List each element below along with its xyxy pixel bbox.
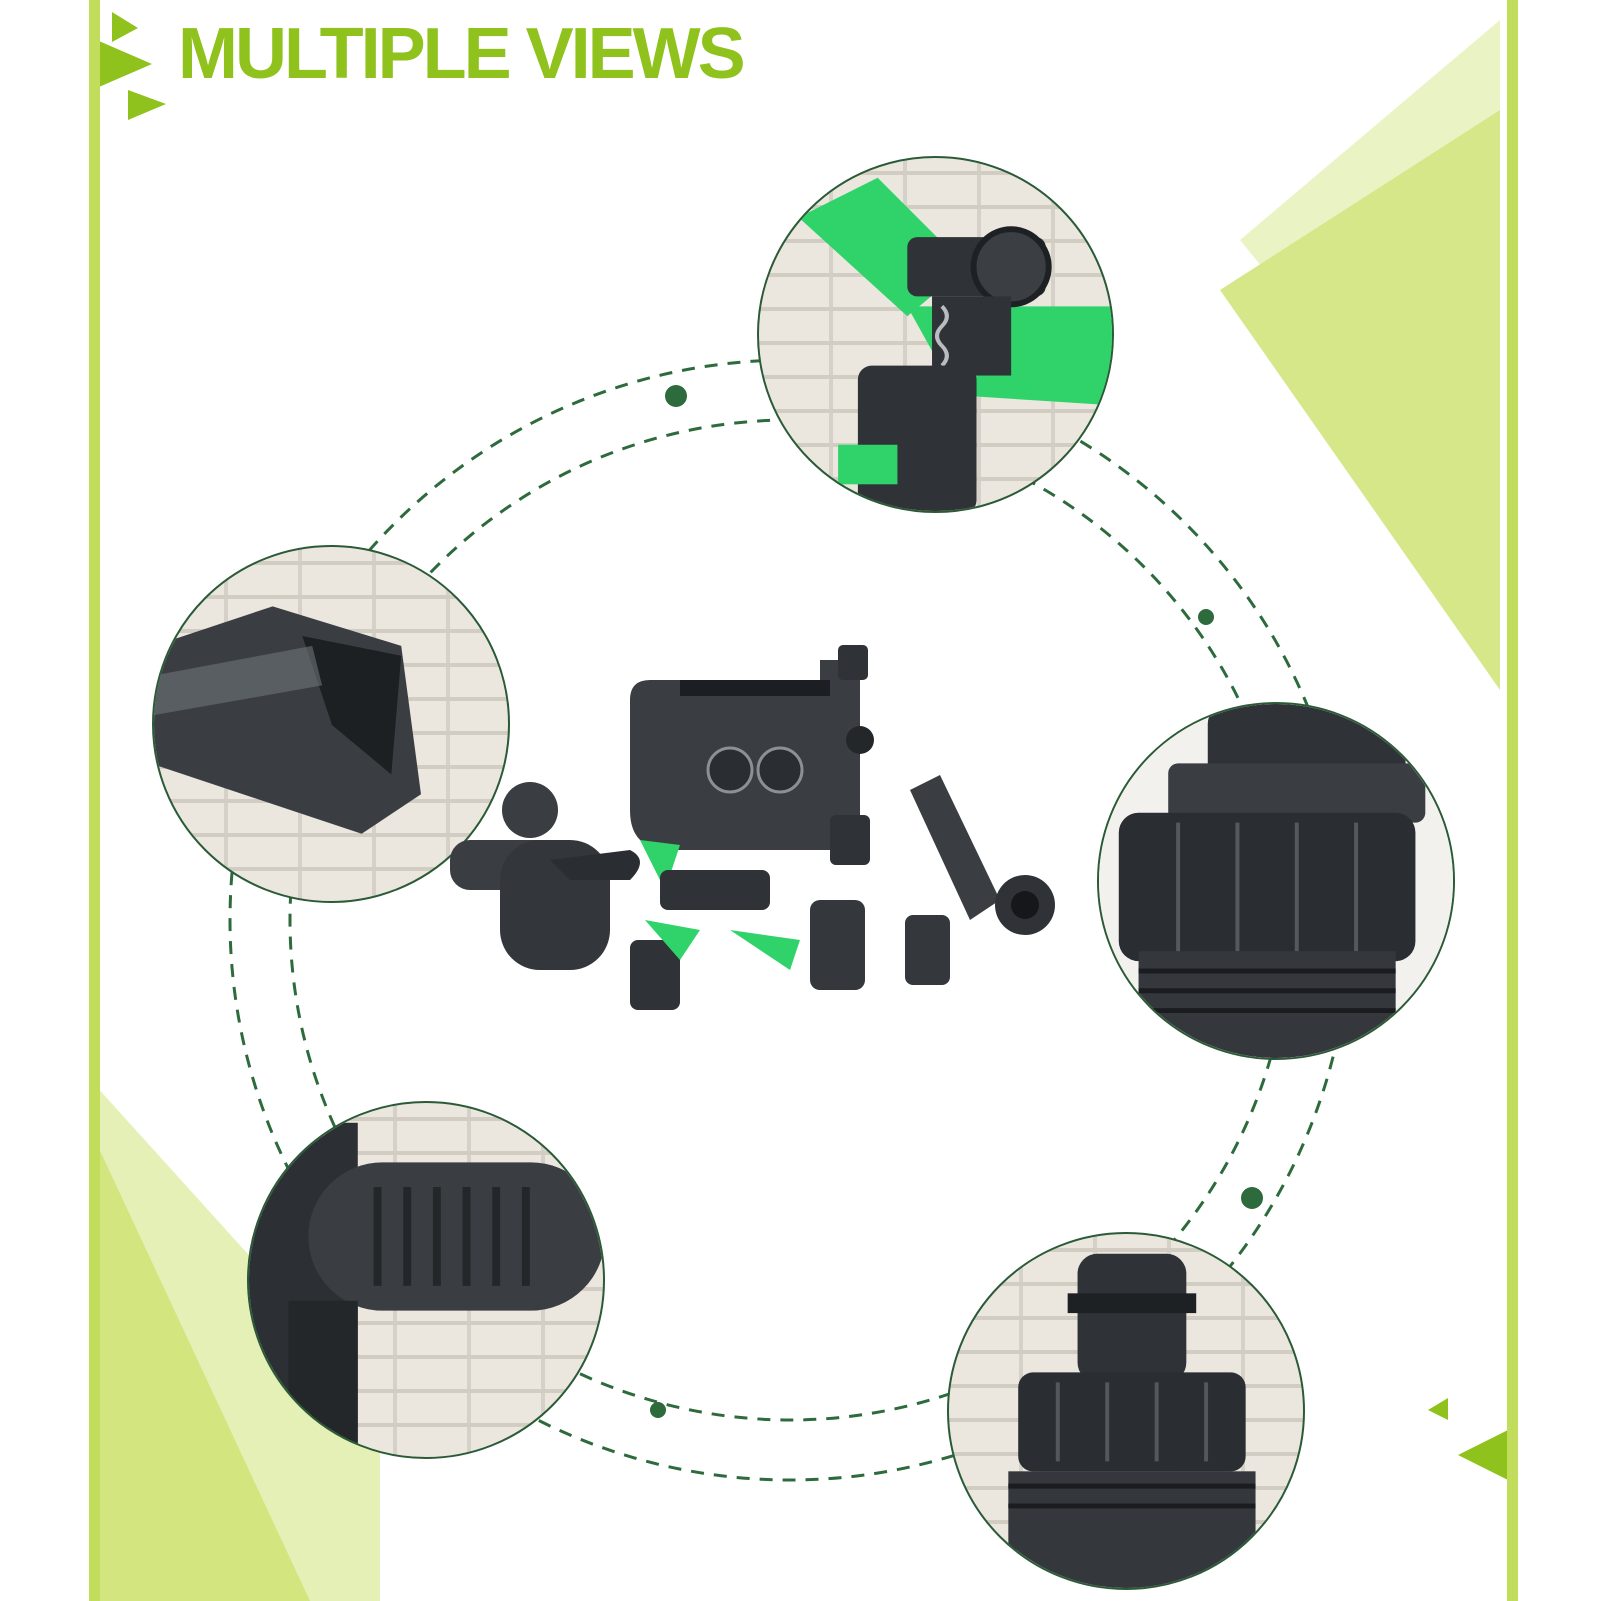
ring-dot: [1198, 609, 1214, 625]
spike-part: [910, 775, 1055, 935]
left-border-line: [89, 0, 100, 1601]
threaded-connector-closeup: [1097, 702, 1455, 1060]
impact-sprinkler-icon: [798, 177, 1112, 511]
valve-part: [450, 782, 640, 970]
quick-connector-icon: [1008, 1253, 1256, 1588]
corner-arrow-icon: [1428, 1398, 1508, 1480]
ring-dot: [1241, 1187, 1263, 1209]
page-title: MULTIPLE VIEWS: [178, 14, 746, 94]
sprinkler-part: [630, 840, 800, 1010]
solar-water-timer-kit-icon: [450, 645, 1055, 1010]
bg-triangle-bottom-left: [95, 1140, 310, 1601]
valve-handle-closeup: [247, 1101, 605, 1459]
quick-connector-closeup: [947, 1232, 1305, 1590]
spike-stake-closeup: [152, 545, 510, 903]
ground-spike-icon: [154, 606, 421, 834]
lever-handle-icon: [249, 1122, 603, 1457]
water-timer: [630, 645, 874, 865]
right-border-line: [1507, 0, 1518, 1601]
ring-dot: [650, 1402, 666, 1418]
title-arrow-icon: [92, 12, 166, 120]
bg-triangle-top-right: [1220, 110, 1500, 690]
coupling-nut-icon: [1099, 704, 1453, 1058]
ring-dot: [665, 385, 687, 407]
connector-part: [905, 915, 950, 985]
sprinkler-head-closeup: [757, 156, 1114, 513]
coupling-part: [810, 900, 865, 990]
